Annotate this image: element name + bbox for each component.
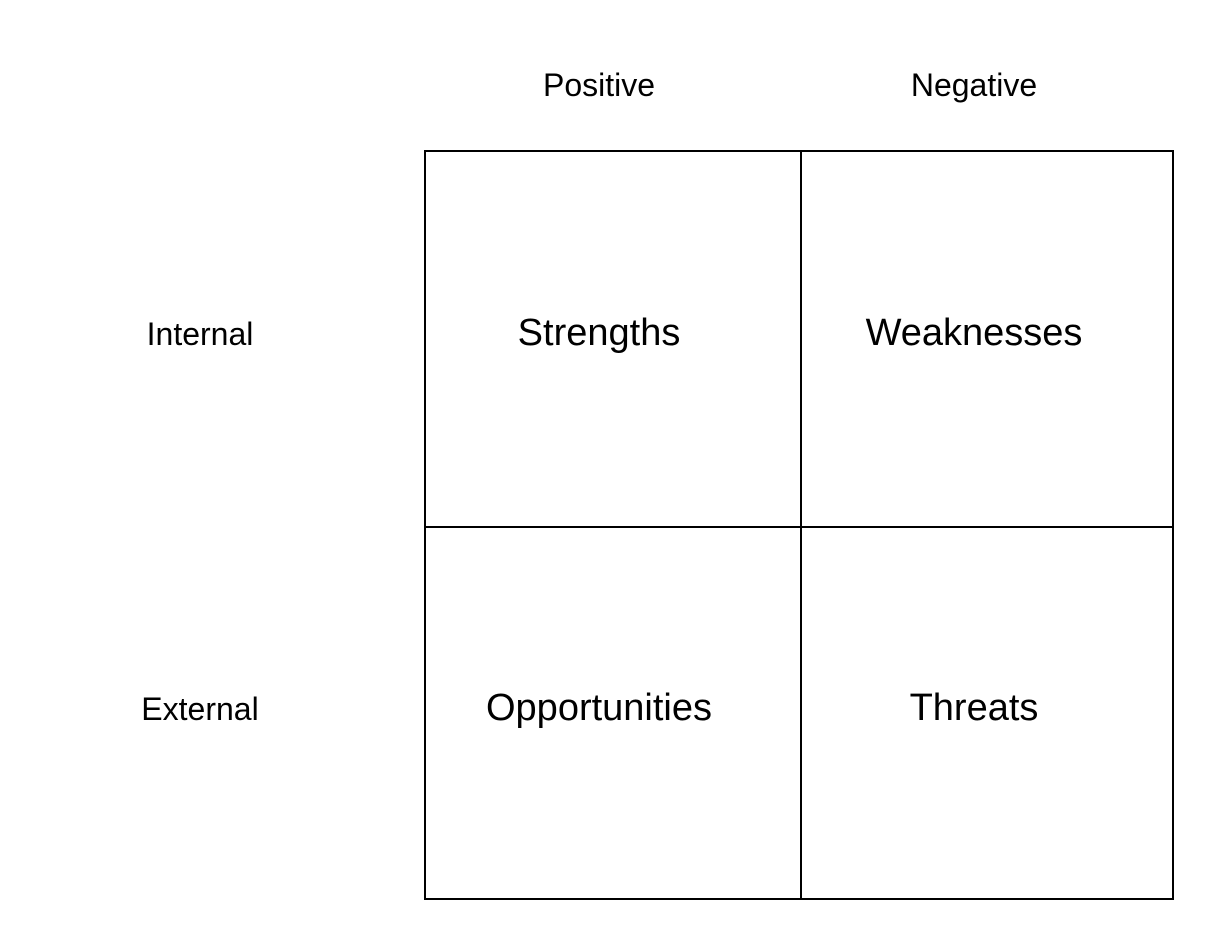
column-header-positive: Positive <box>542 67 656 103</box>
column-header-negative: Negative <box>910 67 1038 103</box>
quadrant-threats: Threats <box>909 687 1039 729</box>
swot-grid <box>424 150 1174 900</box>
quadrant-strengths: Strengths <box>517 312 681 354</box>
vertical-divider <box>800 152 802 898</box>
row-header-internal: Internal <box>146 316 254 352</box>
row-header-external: External <box>141 691 259 727</box>
quadrant-weaknesses: Weaknesses <box>865 312 1083 354</box>
horizontal-divider <box>426 526 1172 528</box>
quadrant-opportunities: Opportunities <box>485 687 713 729</box>
